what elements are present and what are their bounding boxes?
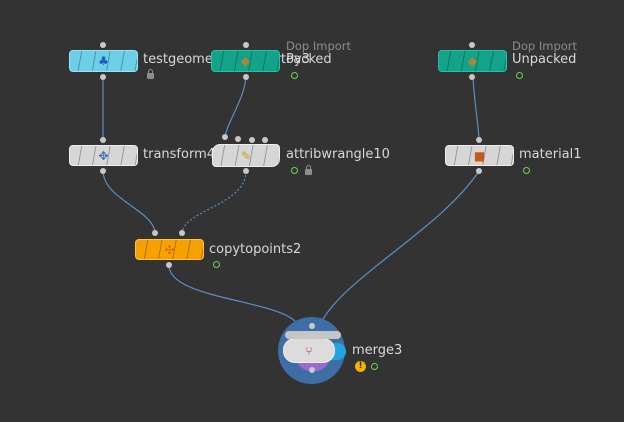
rubber-toy-icon: ♣ [98, 54, 109, 68]
lock-icon[interactable] [147, 69, 154, 79]
transform-icon: ✥ [98, 148, 109, 163]
input-connector[interactable] [100, 137, 106, 143]
input-connector[interactable] [262, 137, 268, 143]
output-connector[interactable] [243, 168, 249, 174]
wire-transform-copytopoints[interactable] [102, 170, 156, 234]
node-type-label: Dop Import [512, 39, 578, 53]
node-label: copytopoints2 [209, 242, 302, 257]
input-connector[interactable] [243, 42, 249, 48]
node-label: merge3 [352, 343, 403, 358]
merge-input-bar [285, 331, 341, 339]
output-connector[interactable] [243, 74, 249, 80]
wire-copytopoints-merge[interactable] [168, 265, 299, 326]
warning-icon[interactable]: ! [355, 361, 366, 372]
input-connector[interactable] [476, 137, 482, 143]
node-label: Unpacked [512, 52, 577, 67]
output-connector[interactable] [100, 168, 106, 174]
input-connector[interactable] [100, 42, 106, 48]
dop-import-icon: ◆ [467, 54, 478, 68]
material-icon: ■ [473, 148, 486, 163]
node-attribwrangle10[interactable]: ✎ [212, 144, 280, 167]
node-label: transform4 [143, 147, 216, 162]
input-connector[interactable] [249, 137, 255, 143]
output-connector[interactable] [166, 262, 172, 268]
status-ok-icon [291, 167, 298, 174]
lock-icon[interactable] [305, 165, 312, 175]
wire-packed-attribwrangle[interactable] [224, 76, 247, 138]
status-ok-icon [213, 261, 220, 268]
node-label: attribwrangle10 [286, 147, 390, 162]
output-connector[interactable] [100, 74, 106, 80]
output-connector[interactable] [309, 367, 315, 373]
output-connector[interactable] [476, 168, 482, 174]
copy-icon: ✣ [164, 242, 175, 257]
wire-unpacked-material[interactable] [472, 76, 480, 141]
node-copytopoints2[interactable]: ✣ [135, 239, 204, 260]
status-ok-icon [516, 72, 523, 79]
node-testgeometry-rubbertoy3[interactable]: ♣ [69, 50, 138, 72]
dop-import-icon: ◆ [240, 54, 251, 68]
node-material1[interactable]: ■ [445, 145, 514, 166]
wire-material-merge[interactable] [319, 170, 480, 326]
input-connector[interactable] [469, 42, 475, 48]
output-connector[interactable] [469, 74, 475, 80]
input-connector[interactable] [235, 136, 241, 142]
status-ok-icon [371, 363, 378, 370]
node-label: material1 [519, 147, 582, 162]
status-ok-icon [523, 167, 530, 174]
merge-icon: ⑂ [305, 343, 313, 358]
input-connector[interactable] [222, 134, 228, 140]
input-connector[interactable] [309, 323, 315, 329]
wire-attribwrangle-copytopoints[interactable] [181, 170, 247, 234]
status-ok-icon [291, 72, 298, 79]
node-type-label: Dop Import [286, 39, 352, 53]
wrangle-icon: ✎ [240, 148, 252, 163]
input-connector[interactable] [179, 230, 185, 236]
node-dop-import-packed[interactable]: ◆ [211, 50, 280, 72]
node-merge3[interactable]: ⑂ [283, 338, 335, 363]
node-label: Packed [286, 52, 332, 67]
input-connector[interactable] [152, 230, 158, 236]
node-dop-import-unpacked[interactable]: ◆ [438, 50, 507, 72]
node-transform4[interactable]: ✥ [69, 145, 138, 166]
